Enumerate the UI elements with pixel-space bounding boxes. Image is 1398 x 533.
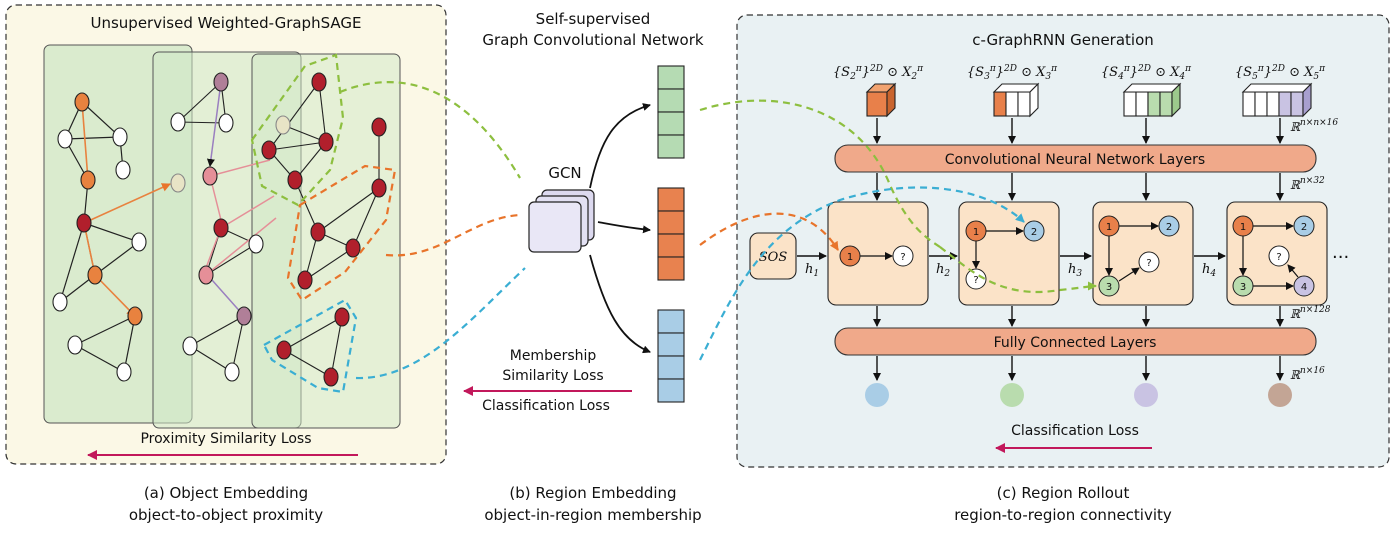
cluster-green: [250, 53, 345, 207]
cell4-node-1: 1: [1240, 222, 1246, 233]
fc-out-arrows: [873, 356, 1284, 381]
cross-links: [339, 81, 1097, 380]
tensor-arrows: [873, 118, 1284, 144]
classification-loss-c: Classification Loss: [1011, 423, 1139, 439]
rnn-cell-2: [958, 201, 1060, 306]
cell3-graph: [1098, 215, 1180, 297]
panel-c-caption-2: region-to-region connectivity: [954, 506, 1172, 524]
link-green-vec-to-cell: [699, 99, 941, 248]
panel-b-title-1: Self-supervised: [536, 10, 651, 28]
cell3-node-3: 3: [1106, 282, 1112, 293]
output-node-3: [1134, 383, 1158, 407]
cell2-node-2: 2: [1031, 227, 1037, 238]
gcn-block: [528, 189, 595, 253]
region-vector-orange: [657, 187, 685, 281]
gcn-label: GCN: [548, 164, 581, 182]
cell2-graph: [965, 220, 1045, 290]
cell4-node-2: 2: [1301, 222, 1307, 233]
link-orange-vec-to-node1: [699, 212, 839, 251]
membership-loss-2: Similarity Loss: [502, 368, 603, 384]
link-blue-a-to-gcn: [355, 267, 526, 380]
classification-loss-b: Classification Loss: [482, 398, 610, 414]
panel-b-title-2: Graph Convolutional Network: [482, 31, 703, 49]
cell2-node-1: 1: [973, 227, 979, 238]
input-tensor-5: [1241, 82, 1313, 118]
panel-b-caption-2: object-in-region membership: [484, 506, 701, 524]
cell4-node-q: ?: [1276, 252, 1281, 263]
dim-label-3: ℝn×128: [1290, 305, 1331, 321]
sos-label: SOS: [759, 250, 788, 265]
panel-c-title: c-GraphRNN Generation: [972, 31, 1154, 49]
input-tensor-2: [865, 82, 897, 118]
cell3-node-1: 1: [1106, 222, 1112, 233]
output-node-2: [1000, 383, 1024, 407]
dim-label-1: ℝn×n×16: [1290, 118, 1338, 134]
output-node-4: [1268, 383, 1292, 407]
fc-layers-label: Fully Connected Layers: [994, 335, 1157, 351]
cell3-node-q: ?: [1146, 258, 1151, 269]
gcn-arrow-top: [589, 103, 651, 189]
region-vector-green: [657, 65, 685, 159]
gcn-arrow-bot: [589, 254, 651, 354]
cell1-graph: [839, 245, 914, 267]
link-green-to-node3: [939, 246, 1097, 293]
panel-a-caption-2: object-to-object proximity: [129, 506, 323, 524]
cnn-layers-label: Convolutional Neural Network Layers: [945, 152, 1205, 168]
cell4-graph: [1232, 215, 1315, 297]
gcn-arrow-mid: [597, 221, 651, 234]
fc-layers-bar: [834, 327, 1317, 356]
panel-a-title: Unsupervised Weighted-GraphSAGE: [91, 14, 362, 32]
cnn-layers-bar: [834, 144, 1317, 173]
plane2-nodes: [170, 72, 264, 382]
input-formula-3: {S3π}2D ⊙ X3π: [967, 64, 1058, 82]
panel-c-caption-1: (c) Region Rollout: [997, 484, 1130, 502]
input-tensor-4: [1122, 82, 1182, 118]
panel-b: Self-supervised Graph Convolutional Netw…: [463, 10, 704, 524]
dim-label-2: ℝn×32: [1290, 176, 1325, 192]
h4-label: h4: [1202, 262, 1216, 279]
cell1-node-q: ?: [900, 252, 905, 263]
input-formula-4: {S4π}2D ⊙ X4π: [1101, 64, 1192, 82]
cell2-node-q: ?: [973, 275, 978, 286]
ellipsis: ...: [1332, 242, 1349, 263]
panel-a: Unsupervised Weighted-GraphSAGE: [5, 4, 447, 524]
h2-label: h2: [936, 262, 950, 279]
dim-label-4: ℝn×16: [1290, 366, 1325, 382]
h3-label: h3: [1068, 262, 1082, 279]
cell4-node-4: 4: [1301, 282, 1307, 293]
cell-out-arrows: [873, 306, 1284, 327]
link-orange-a-to-gcn: [385, 213, 521, 257]
sos-cell: [749, 232, 797, 280]
input-formula-2: {S2π}2D ⊙ X2π: [833, 64, 924, 82]
membership-loss-1: Membership: [510, 348, 597, 364]
cnn-out-arrows: [873, 173, 1284, 201]
panel-b-caption-1: (b) Region Embedding: [509, 484, 676, 502]
rnn-cell-1: [827, 201, 929, 306]
output-node-1: [865, 383, 889, 407]
proximity-loss-label: Proximity Similarity Loss: [140, 431, 311, 447]
h1-label: h1: [805, 262, 819, 279]
input-tensor-3: [992, 82, 1040, 118]
panel-a-caption-1: (a) Object Embedding: [144, 484, 308, 502]
cell4-node-3: 3: [1240, 282, 1246, 293]
link-green-a-to-gcn: [339, 81, 521, 179]
plane3-nodes: [261, 72, 387, 387]
input-formulas: {S2π}2D ⊙ X2π {S3π}2D ⊙ X3π {S4π}2D ⊙ X4…: [833, 64, 1326, 82]
plane1-nodes: [52, 92, 147, 382]
cell3-node-2: 2: [1166, 222, 1172, 233]
cluster-blue: [262, 298, 358, 394]
link-blue-vec-to-node2: [699, 186, 1025, 361]
region-vector-blue: [657, 309, 685, 403]
panel-c: c-GraphRNN Generation {S2π}2D ⊙ X2π {S3π…: [736, 14, 1390, 524]
cell1-node-1: 1: [847, 252, 853, 263]
input-formula-5: {S5π}2D ⊙ X5π: [1235, 64, 1326, 82]
